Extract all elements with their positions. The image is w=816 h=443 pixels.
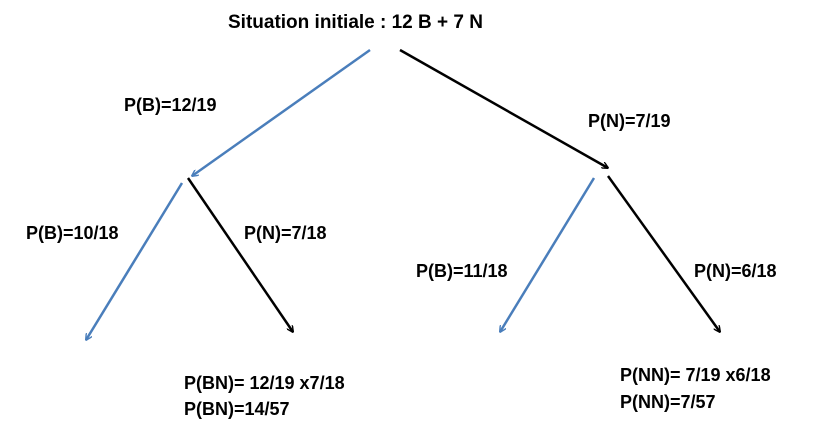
branch-root-to-b <box>192 48 371 176</box>
prob-label-first-b: P(B)=12/19 <box>124 95 217 115</box>
prob-label-n-then-b: P(B)=11/18 <box>416 261 508 281</box>
tree-title: Situation initiale : 12 B + 7 N <box>228 12 483 33</box>
branch-n-to-n <box>606 175 720 332</box>
branch-n-to-b <box>500 177 596 332</box>
branch-b-to-n <box>186 177 293 332</box>
prob-label-n-then-n: P(N)=6/18 <box>694 261 777 281</box>
branch-b-to-b <box>86 182 184 340</box>
branch-root-to-n <box>399 48 608 168</box>
prob-label-b-then-n: P(N)=7/18 <box>244 223 327 243</box>
result-nn-product: P(NN)= 7/19 x6/18 <box>620 365 771 385</box>
result-bn-value: P(BN)=14/57 <box>184 399 290 419</box>
result-nn-value: P(NN)=7/57 <box>620 392 716 412</box>
prob-label-first-n: P(N)=7/19 <box>588 111 671 131</box>
prob-label-b-then-b: P(B)=10/18 <box>26 223 119 243</box>
result-bn-product: P(BN)= 12/19 x7/18 <box>184 373 345 393</box>
